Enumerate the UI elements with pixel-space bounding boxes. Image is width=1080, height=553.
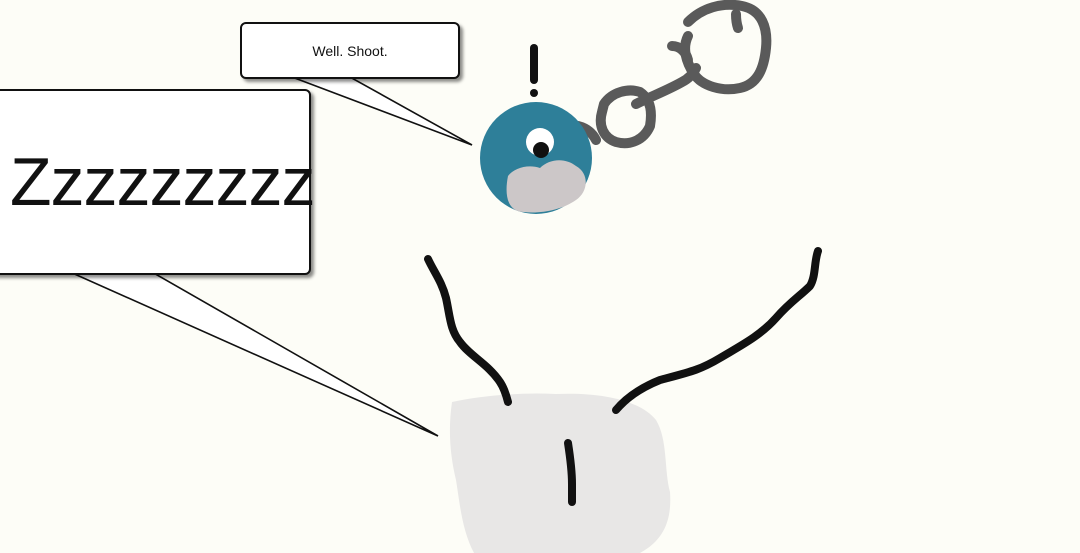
right-arm-stroke: [612, 247, 822, 414]
speech-bubble-small-text: Well. Shoot.: [312, 42, 388, 59]
bird-wing: [506, 160, 586, 213]
grey-blob-body: [449, 393, 671, 553]
left-arm-stroke: [424, 255, 512, 406]
big-bubble-tail: [69, 271, 439, 437]
exclamation-icon: [530, 44, 538, 97]
bird-pupil: [533, 142, 549, 158]
speech-bubble-large-text: Zzzzzzzzz: [10, 144, 316, 220]
speech-bubble-large: Zzzzzzzzz: [0, 89, 316, 275]
speech-bubble-small: Well. Shoot.: [240, 22, 460, 79]
small-bubble-tail: [291, 76, 473, 146]
center-mark-stroke: [564, 439, 576, 506]
chain-icon: [573, 0, 772, 149]
bird-icon: [480, 102, 592, 214]
